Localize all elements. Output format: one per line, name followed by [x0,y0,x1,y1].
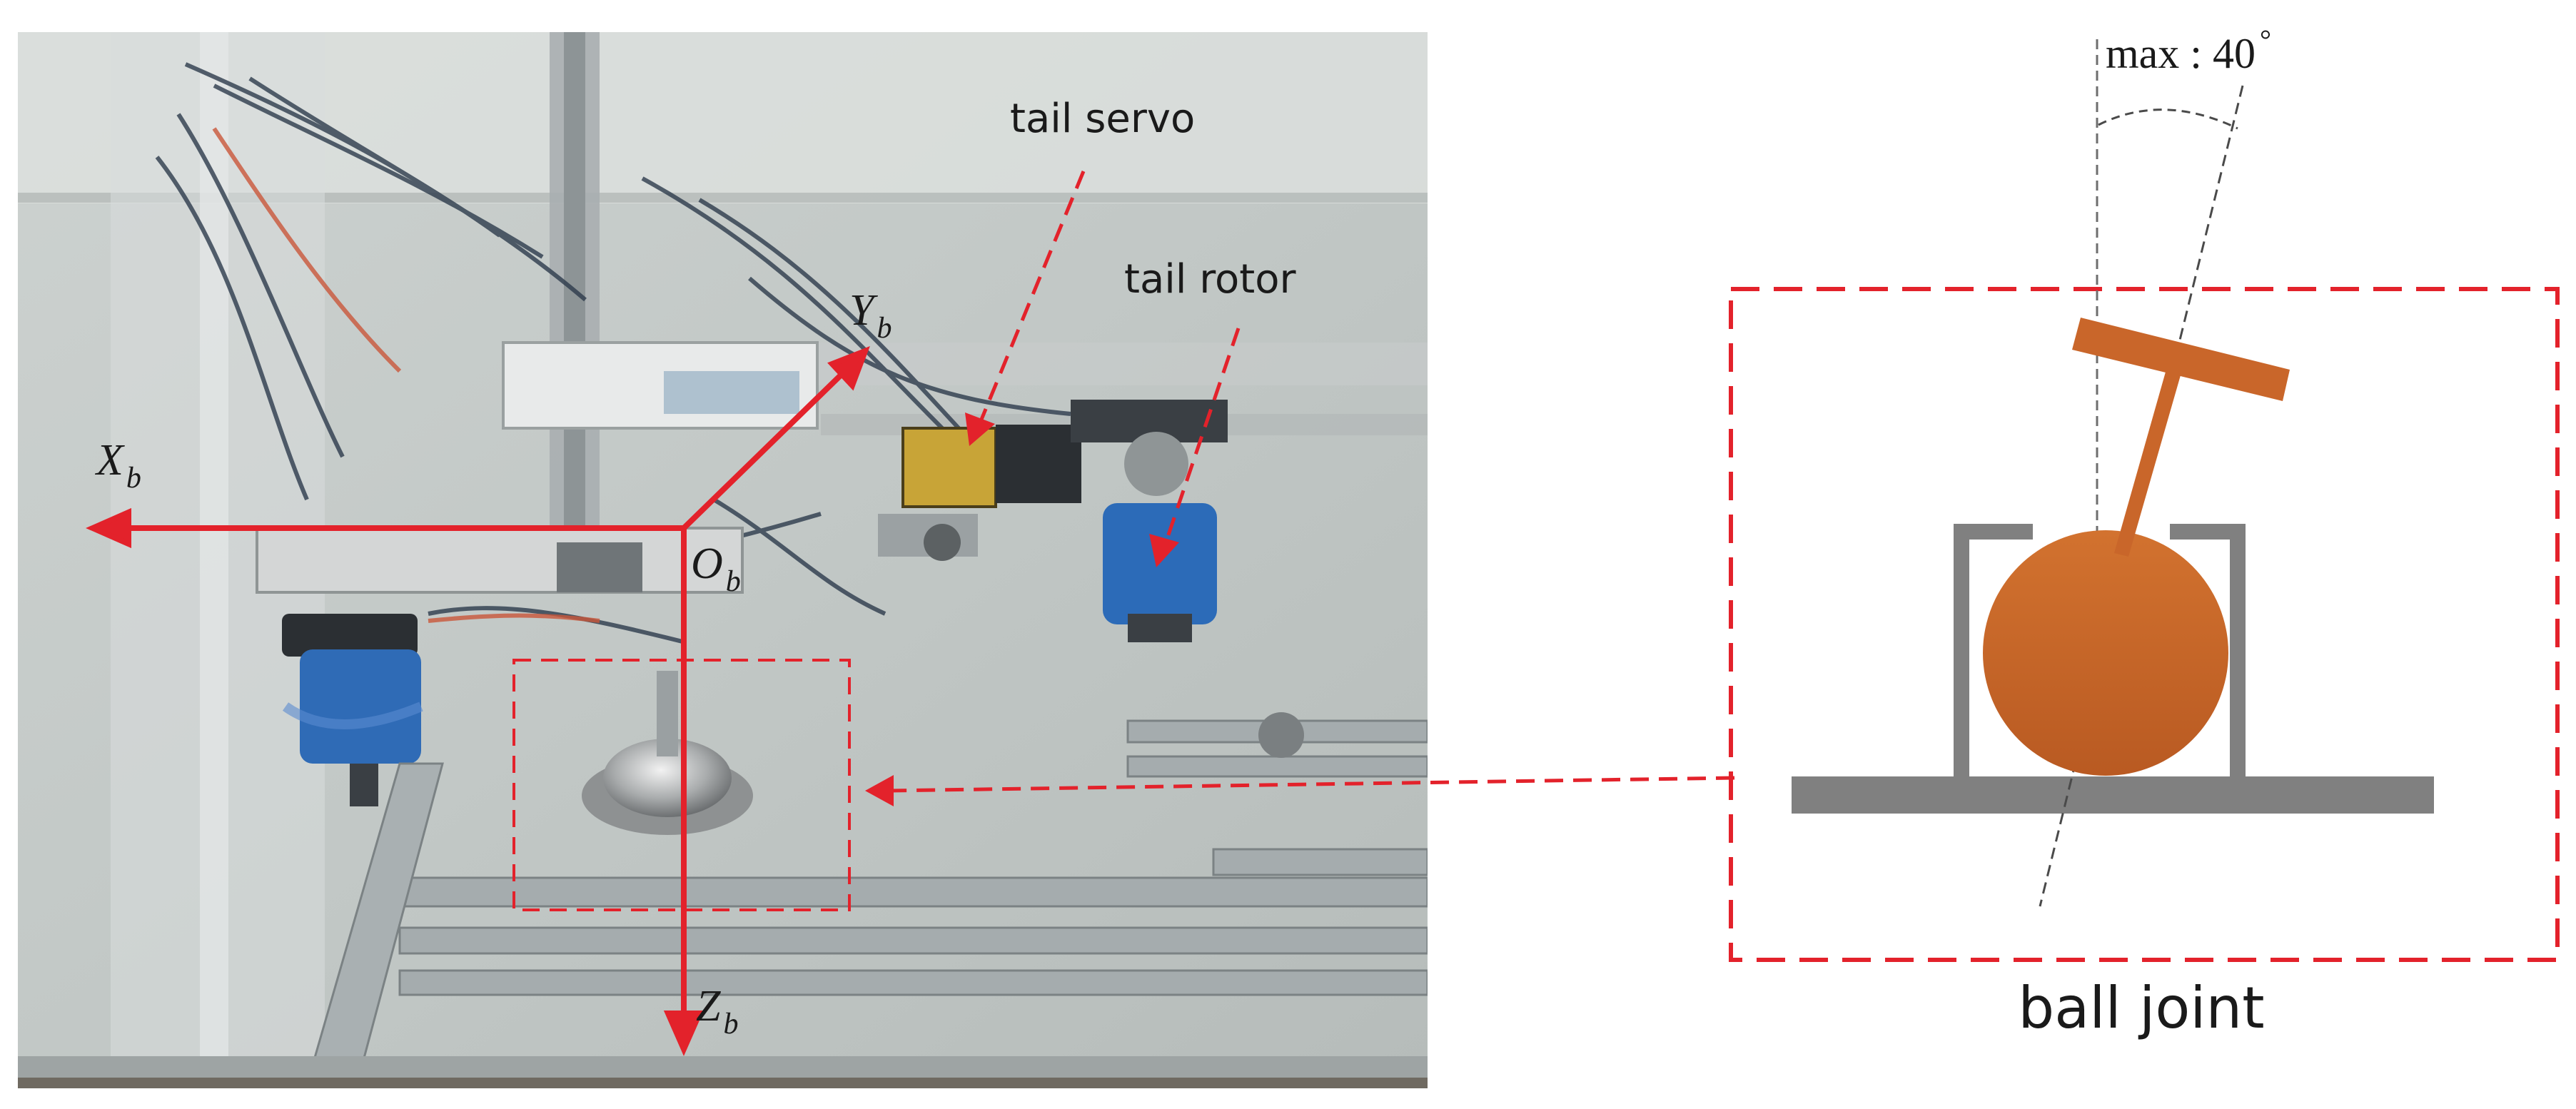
angle-label: max : 40° [2106,24,2271,77]
experiment-photo [18,32,1428,1088]
ball-joint-schematic: max : 40° ball joint [1729,24,2560,1041]
y-axis-arrow [682,363,853,530]
tail-servo-label: tail servo [1010,96,1195,142]
tail-servo-pointer [976,171,1086,429]
right-bracket [2170,524,2246,776]
y-axis-label: Yb [849,286,892,345]
z-axis-label: Zb [696,982,738,1040]
base-plate [1792,776,2434,814]
stem [2114,357,2185,557]
t-bar [2072,318,2290,401]
angle-arc [2098,108,2238,130]
ball [1983,530,2228,776]
callout-arrows [888,171,1735,793]
body-frame-axes [86,346,870,1056]
tail-rotor-pointer [1161,328,1241,550]
tail-rotor-label: tail rotor [1124,256,1296,303]
callout-arrowheads [865,412,1179,806]
left-bracket [1954,524,2033,776]
schematic-dashed-frame [1729,287,2560,962]
x-axis-label: Xb [94,436,141,495]
ball-joint-caption: ball joint [2018,975,2264,1041]
origin-label: Ob [691,540,741,598]
